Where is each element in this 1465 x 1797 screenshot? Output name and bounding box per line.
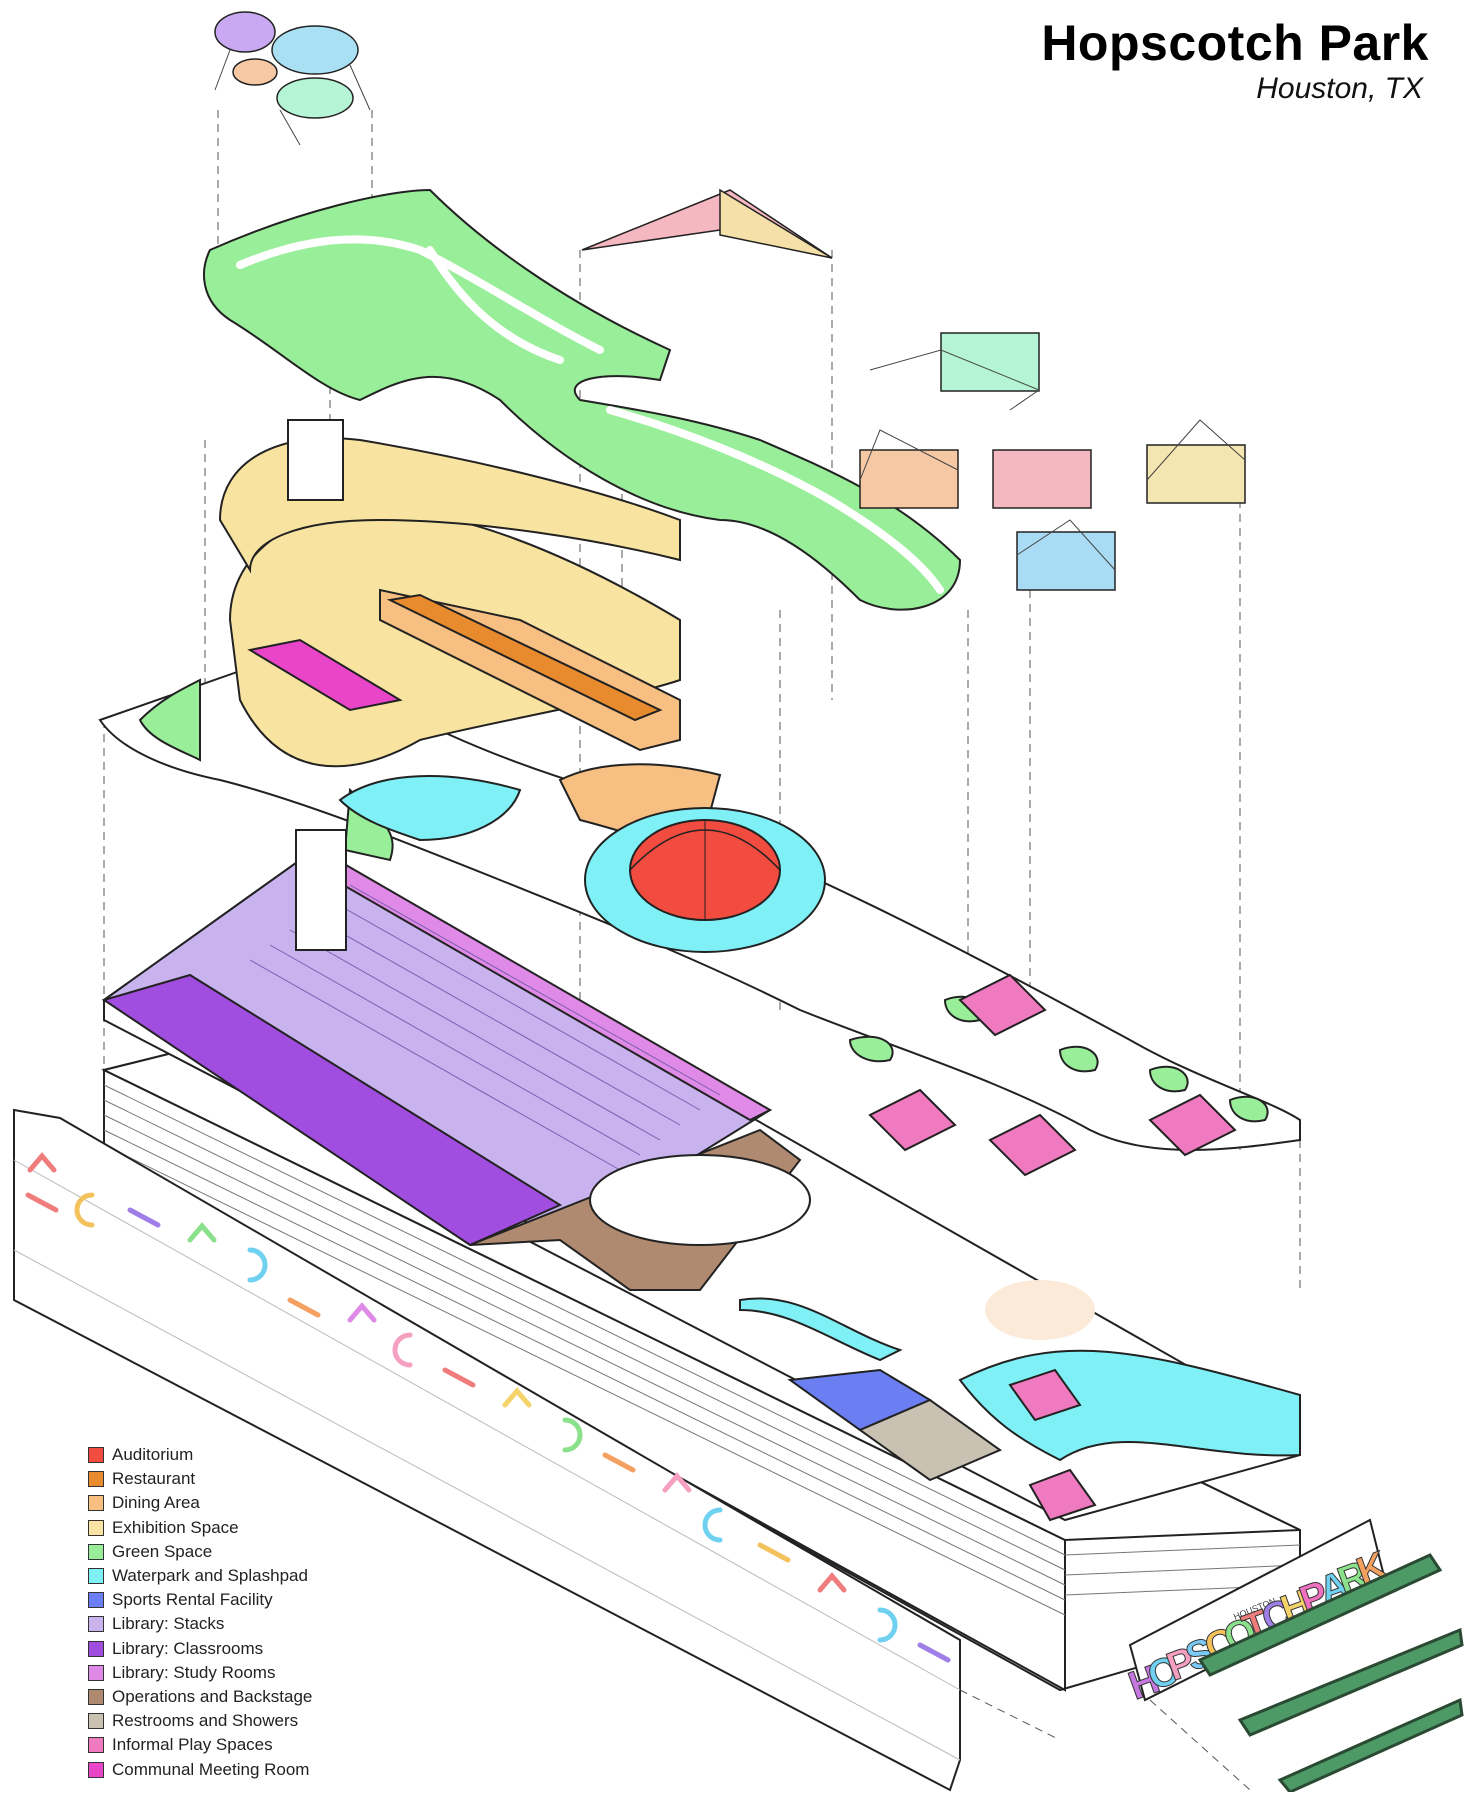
legend-swatch [88, 1688, 104, 1705]
legend-label: Auditorium [112, 1445, 194, 1465]
legend-swatch [88, 1471, 104, 1488]
legend: Auditorium Restaurant Dining Area Exhibi… [88, 1443, 448, 1782]
page-title: Hopscotch Park [1041, 15, 1429, 71]
legend-item: Library: Stacks [88, 1612, 448, 1636]
legend-label: Sports Rental Facility [112, 1590, 273, 1610]
facade-strip [13, 1108, 961, 1792]
legend-label: Library: Stacks [112, 1614, 225, 1634]
legend-label: Green Space [112, 1541, 213, 1561]
landscape-level [98, 648, 1301, 1177]
legend-item: Exhibition Space [88, 1516, 448, 1540]
legend-swatch [88, 1519, 104, 1536]
legend-item: Restrooms and Showers [88, 1709, 448, 1733]
legend-label: Exhibition Space [112, 1517, 239, 1537]
legend-swatch [88, 1447, 104, 1464]
legend-label: Dining Area [112, 1493, 200, 1513]
legend-swatch [88, 1640, 104, 1657]
legend-label: Informal Play Spaces [112, 1735, 273, 1755]
legend-item: Auditorium [88, 1443, 448, 1467]
legend-item: Communal Meeting Room [88, 1757, 448, 1781]
legend-label: Restrooms and Showers [112, 1711, 299, 1731]
legend-label: Waterpark and Splashpad [112, 1566, 308, 1586]
legend-label: Library: Study Rooms [112, 1662, 276, 1682]
legend-swatch [88, 1592, 104, 1609]
legend-item: Restaurant [88, 1467, 448, 1491]
legend-label: Restaurant [112, 1469, 196, 1489]
legend-item: Dining Area [88, 1491, 448, 1515]
legend-swatch [88, 1664, 104, 1681]
legend-swatch [88, 1737, 104, 1754]
legend-item: Green Space [88, 1540, 448, 1564]
legend-item: Sports Rental Facility [88, 1588, 448, 1612]
library-level [101, 848, 1301, 1522]
legend-item: Operations and Backstage [88, 1685, 448, 1709]
legend-item: Library: Classrooms [88, 1637, 448, 1661]
exhibition-level [218, 419, 681, 768]
legend-item: Library: Study Rooms [88, 1661, 448, 1685]
legend-swatch [88, 1543, 104, 1560]
umbrella-circles [214, 11, 371, 146]
legend-swatch [88, 1616, 104, 1633]
legend-label: Library: Classrooms [112, 1638, 264, 1658]
legend-item: Informal Play Spaces [88, 1733, 448, 1757]
canopies [581, 188, 1246, 591]
legend-item: Waterpark and Splashpad [88, 1564, 448, 1588]
legend-swatch [88, 1568, 104, 1585]
legend-label: Communal Meeting Room [112, 1759, 310, 1779]
legend-swatch [88, 1761, 104, 1778]
green-roof [203, 188, 962, 611]
page-subtitle: Houston, TX [1256, 72, 1423, 105]
legend-swatch [88, 1713, 104, 1730]
stair-structure [1197, 1553, 1464, 1794]
legend-swatch [88, 1495, 104, 1512]
legend-label: Operations and Backstage [112, 1686, 313, 1706]
